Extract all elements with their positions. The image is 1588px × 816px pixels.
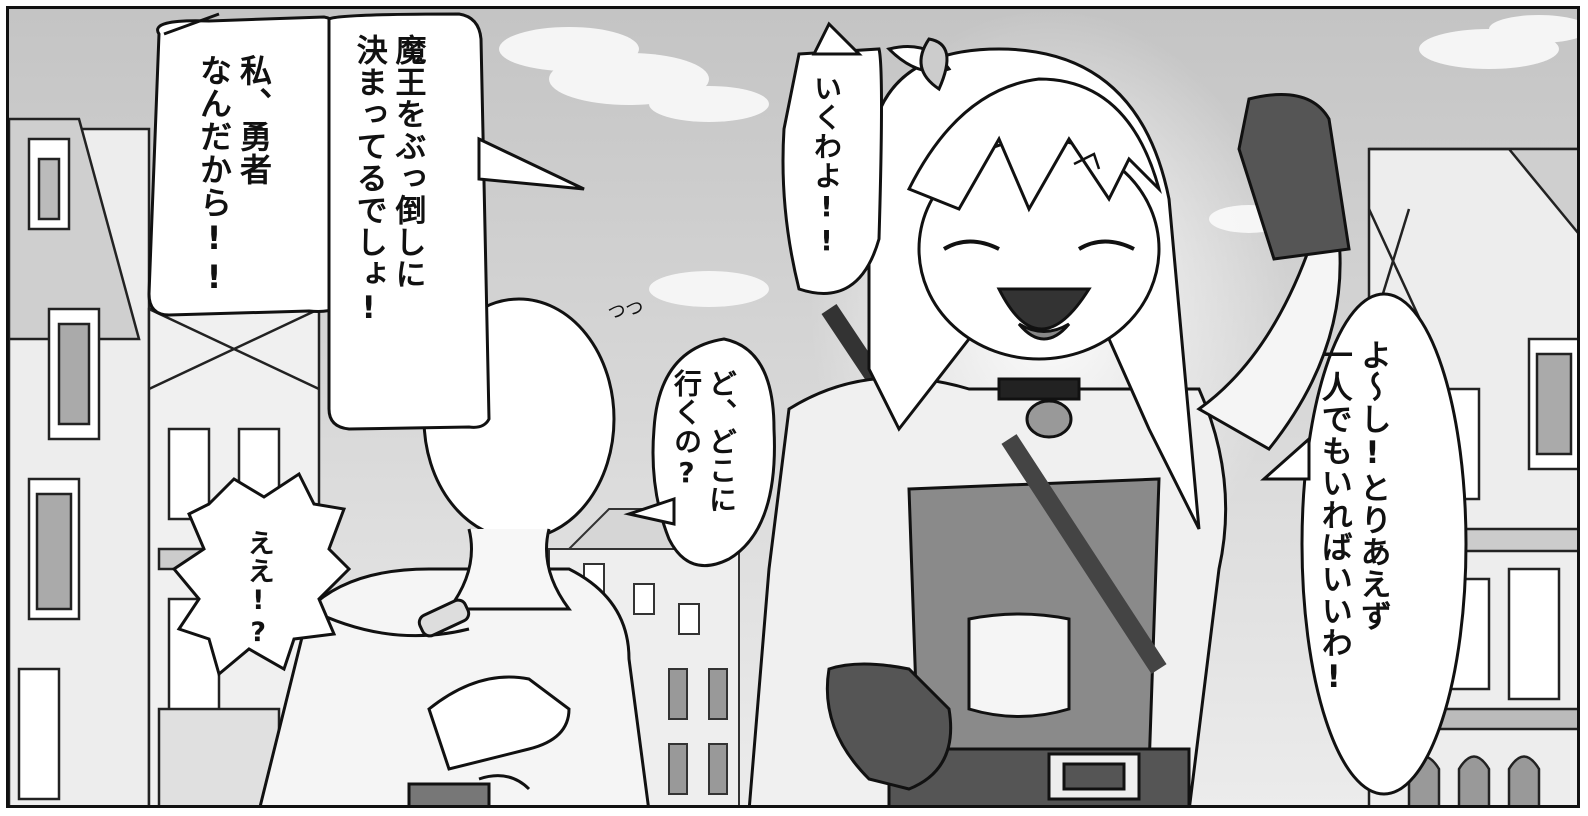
forehead-mark: [1073, 152, 1101, 170]
speech-balloons: [147, 12, 1468, 796]
speech-maou: 魔王をぶっ倒しに 決まってるでしょ!: [350, 34, 426, 327]
speech-ee: ええ!?: [242, 529, 274, 649]
heroine-figure: [747, 37, 1351, 805]
companion-figure: [258, 297, 650, 805]
panel-artwork: つつ: [9, 9, 1577, 805]
speech-yuusha: 私、勇者 なんだから!!: [195, 54, 273, 297]
manga-panel: つつ 私、勇者 なんだから!! 魔王をぶっ倒しに 決まってるでしょ! ええ!? …: [6, 6, 1580, 808]
speech-yoshi: よ〜し!とりあえず 一人でもいればいいわ!: [1315, 339, 1391, 696]
speech-dokoni: ど、どこに 行くの?: [670, 369, 738, 514]
speech-ikuwayo: いくわよ!!: [810, 74, 843, 258]
